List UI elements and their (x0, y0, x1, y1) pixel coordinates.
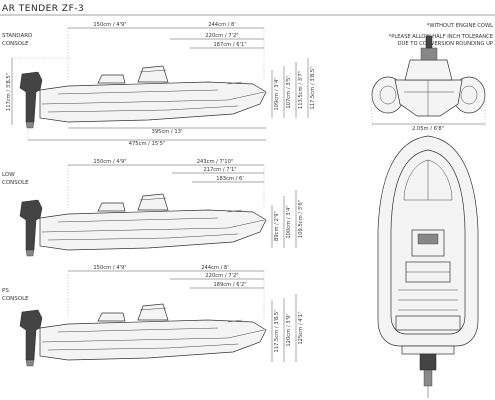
dim-label: 395cm / 13' (152, 129, 183, 135)
note-engine-cowl: *WITHOUT ENGINE COWL (427, 23, 493, 29)
dim-label: 117cm / 3'8.5" (6, 73, 12, 111)
dim-label: 243cm / 7'10" (197, 159, 234, 165)
top-transom (401, 345, 455, 355)
dim-label: 89cm / 2'9" (274, 211, 280, 241)
boat-side-drawing (19, 303, 267, 367)
dim-label: 220cm / 7'2" (205, 273, 238, 279)
boat-side-drawing (19, 193, 267, 257)
front-console (404, 59, 453, 81)
dim-label: 117.5cm / 3'8.5" (310, 66, 316, 109)
sheet-title: AR TENDER ZF-3 (2, 4, 84, 14)
dim-label: 113.5cm / 3'7" (298, 71, 304, 109)
dim-label: 187cm / 6'1" (213, 42, 246, 48)
view-label-line2: CONSOLE (2, 180, 29, 186)
dim-label: 125cm / 4'1" (298, 311, 304, 344)
dim-label: 220cm / 7'2" (205, 33, 238, 39)
side-view-standard-console: STANDARD CONSOLE 150cm / 4'9" 244cm / 8'… (2, 22, 316, 147)
dim-label: 189cm / 6'2" (213, 282, 246, 288)
top-engine (419, 353, 437, 371)
front-hull (394, 79, 463, 117)
dim-label: 117.5cm / 3'8.5" (274, 309, 280, 352)
dim-label: 244cm / 8' (201, 265, 229, 271)
view-label-line1: PS (2, 288, 9, 294)
dim-label: 183cm / 6' (216, 176, 244, 182)
view-label-line2: CONSOLE (2, 41, 29, 47)
dim-label: 150cm / 4'9" (93, 265, 126, 271)
dim-label: 244cm / 8' (208, 22, 236, 28)
view-label-line1: LOW (2, 172, 15, 178)
dim-label: 475cm / 15'5" (129, 141, 166, 147)
note-tolerance: *PLEASE ALLOW HALF INCH TOLERANCE (389, 34, 493, 40)
side-view-ps-console: PS CONSOLE 150cm / 4'9" 244cm / 8' 220cm… (2, 265, 304, 367)
dim-label: 107cm / 3'5" (286, 75, 292, 108)
front-engine (420, 47, 438, 61)
side-view-low-console: LOW CONSOLE 150cm / 4'9" 243cm / 7'10" 2… (2, 159, 304, 257)
dim-label: 217cm / 7'1" (203, 167, 236, 173)
boat-side-drawing (19, 65, 267, 129)
top-rear-bench (395, 315, 461, 331)
note-conversion: DUE TO CONVERSION ROUNDING UP (398, 41, 493, 47)
dim-label-beam: 2.05m / 6'8" (412, 126, 444, 132)
dim-label: 109.5cm / 3'6" (298, 200, 304, 238)
dim-label: 150cm / 4'9" (93, 22, 126, 28)
dim-label: 109cm / 3'4" (274, 77, 280, 110)
dim-label: 120cm / 3'9" (286, 313, 292, 346)
view-label-line1: STANDARD (2, 33, 32, 39)
front-view: 2.05m / 6'8" (371, 35, 486, 132)
dim-label: 100cm / 3'4" (286, 205, 292, 238)
view-label-line2: CONSOLE (2, 296, 29, 302)
dim-label: 150cm / 4'9" (93, 159, 126, 165)
top-view (377, 135, 479, 398)
